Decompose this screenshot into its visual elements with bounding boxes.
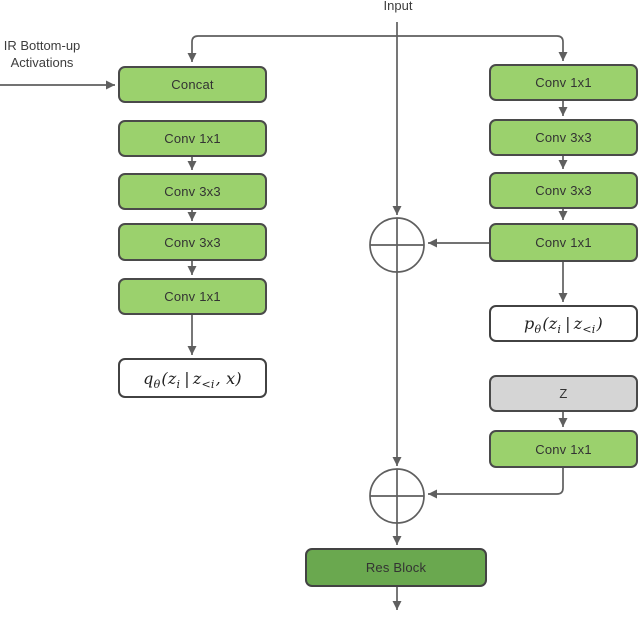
- input-label: Input: [383, 0, 413, 13]
- node-right-conv1x1-b: Conv 1x1: [489, 223, 638, 262]
- p-formula: pθ(zi|z<i): [524, 314, 603, 336]
- node-right-conv3x3-b: Conv 3x3: [489, 172, 638, 209]
- node-res-block: Res Block: [305, 548, 487, 587]
- node-right-conv1x1-c: Conv 1x1: [489, 430, 638, 468]
- wire-input-to-right-conv1: [397, 35, 568, 61]
- node-q-posterior: qθ(zi|z<i, x): [118, 358, 267, 398]
- node-concat: Concat: [118, 66, 267, 103]
- sum-node-bottom-plus: [370, 469, 424, 523]
- bottom-up-label-line1: IR Bottom-up: [3, 38, 81, 53]
- node-right-conv1x1-a: Conv 1x1: [489, 64, 638, 101]
- wire-conv-to-sum2: [428, 468, 564, 499]
- node-left-conv1x1-b: Conv 1x1: [118, 278, 267, 315]
- sum-node-top-plus: [370, 218, 424, 272]
- bottom-up-label-line2: Activations: [10, 55, 74, 70]
- q-formula: qθ(zi|z<i, x): [143, 368, 242, 391]
- node-p-prior: pθ(zi|z<i): [489, 305, 638, 342]
- bottom-up-activations-label: IR Bottom-up Activations: [0, 37, 89, 71]
- node-left-conv1x1-a: Conv 1x1: [118, 120, 267, 157]
- wire-input-to-concat: [187, 35, 397, 62]
- node-z-sample: Z: [489, 375, 638, 412]
- node-right-conv3x3-a: Conv 3x3: [489, 119, 638, 156]
- node-left-conv3x3-a: Conv 3x3: [118, 173, 267, 210]
- node-left-conv3x3-b: Conv 3x3: [118, 223, 267, 261]
